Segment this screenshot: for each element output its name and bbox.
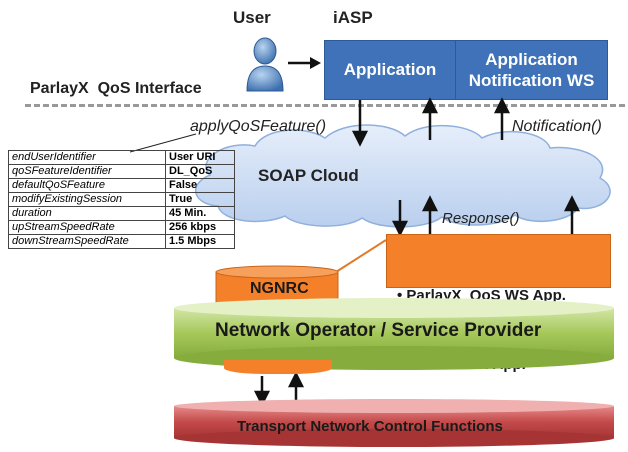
param-key: defaultQoSFeature <box>8 178 166 193</box>
callout-line <box>129 133 197 153</box>
param-value: DL_QoS <box>165 164 235 179</box>
param-value: 1.5 Mbps <box>165 234 235 249</box>
iasp-label: iASP <box>333 8 373 27</box>
soap-cloud-label: SOAP Cloud <box>258 166 359 185</box>
notification-ws-line2: Notification WS <box>468 71 595 90</box>
soap-cloud-shape <box>194 124 611 228</box>
interface-label: ParlayX QoS Interface <box>30 80 202 97</box>
ngnrc-stem <box>224 360 332 374</box>
param-value: False <box>165 178 235 193</box>
notification-label: Notification() <box>512 118 602 135</box>
notification-ws-line1: Application <box>485 50 578 69</box>
param-key: endUserIdentifier <box>8 150 166 165</box>
network-operator-cylinder <box>174 298 614 370</box>
ngnrc-connector <box>335 239 387 273</box>
user-label: User <box>233 8 271 27</box>
interface-divider <box>25 104 625 107</box>
transport-label: Transport Network Control Functions <box>237 418 503 435</box>
param-value: 45 Min. <box>165 206 235 221</box>
param-key: upStreamSpeedRate <box>8 220 166 235</box>
notification-ws-box: Application Notification WS <box>455 40 608 100</box>
apps-box: • ParlayX QoS WS App. • Notification App… <box>386 234 611 373</box>
application-box: Application <box>324 40 456 100</box>
user-to-app-arrow <box>288 57 321 69</box>
param-value: True <box>165 192 235 207</box>
response-label: Response() <box>442 210 520 227</box>
param-value: 256 kbps <box>165 220 235 235</box>
param-key: downStreamSpeedRate <box>8 234 166 249</box>
param-key: duration <box>8 206 166 221</box>
ngnrc-label: NGNRC <box>250 280 309 297</box>
transport-cylinder <box>174 399 614 447</box>
network-operator-label: Network Operator / Service Provider <box>215 320 542 341</box>
param-value: User URI <box>165 150 235 165</box>
param-key: qoSFeatureIdentifier <box>8 164 166 179</box>
user-icon <box>246 37 284 92</box>
param-key: modifyExistingSession <box>8 192 166 207</box>
apply-label: applyQoSFeature() <box>190 118 327 135</box>
